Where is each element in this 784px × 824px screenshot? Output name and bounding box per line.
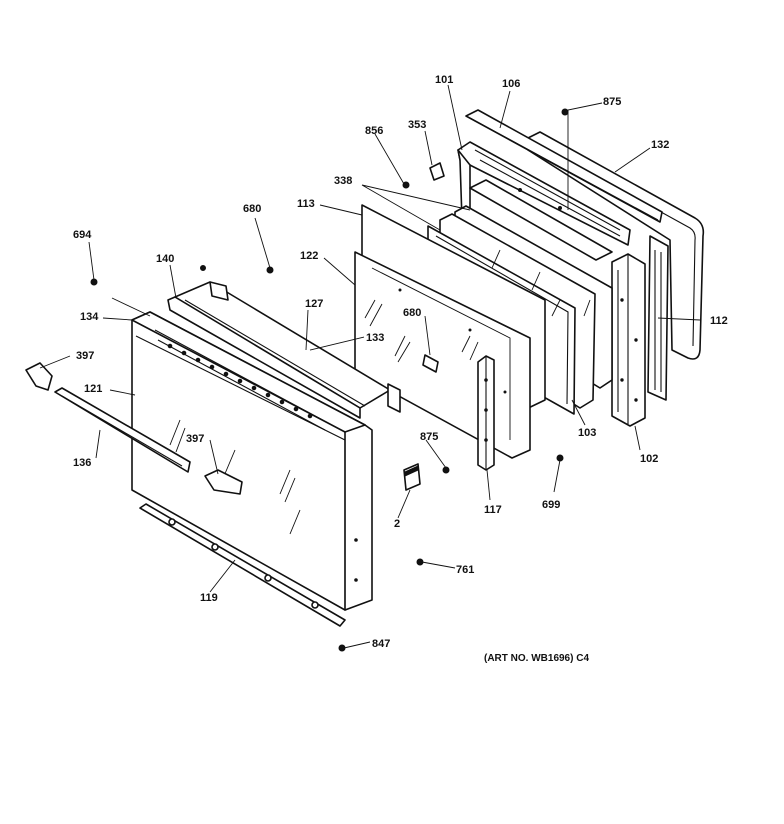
control-panel-holes xyxy=(167,343,313,419)
callout-106: 106 xyxy=(502,78,520,90)
callout-694: 694 xyxy=(73,229,92,241)
callout-122: 122 xyxy=(300,250,318,262)
callout-133: 133 xyxy=(366,332,384,344)
art-number: (ART NO. WB1696) C4 xyxy=(484,653,589,664)
callout-136: 136 xyxy=(73,457,91,469)
callout-761: 761 xyxy=(456,564,474,576)
callout-134: 134 xyxy=(80,311,99,323)
callout-875-top: 875 xyxy=(603,96,621,108)
callout-113: 113 xyxy=(297,198,315,210)
outer-door-frame xyxy=(465,109,705,401)
callout-leaders xyxy=(39,84,701,649)
callout-labels: 101 106 875 856 353 132 338 113 680 694 … xyxy=(73,74,728,664)
callout-699: 699 xyxy=(542,499,560,511)
callout-112: 112 xyxy=(710,315,728,327)
callout-338: 338 xyxy=(334,175,352,187)
callout-140: 140 xyxy=(156,253,174,265)
callout-397-handle: 397 xyxy=(186,433,204,445)
callout-117: 117 xyxy=(484,504,502,516)
callout-397-left: 397 xyxy=(76,350,94,362)
callout-102: 102 xyxy=(640,453,658,465)
hardware-parts xyxy=(90,108,569,652)
callout-132: 132 xyxy=(651,139,669,151)
door-handle xyxy=(25,362,243,495)
callout-680-mid: 680 xyxy=(403,307,421,319)
callout-680-top: 680 xyxy=(243,203,261,215)
callout-101: 101 xyxy=(435,74,453,86)
callout-127: 127 xyxy=(305,298,323,310)
door-liner xyxy=(611,253,646,427)
callout-847: 847 xyxy=(372,638,390,650)
door-top-trim xyxy=(167,281,401,419)
callout-121: 121 xyxy=(84,383,102,395)
callout-2: 2 xyxy=(394,518,400,530)
callout-119: 119 xyxy=(200,592,218,604)
callout-856: 856 xyxy=(365,125,383,137)
callout-875-mid: 875 xyxy=(420,431,438,443)
door-hinge-strip xyxy=(477,355,495,471)
inner-door-frame xyxy=(457,141,631,246)
callout-103: 103 xyxy=(578,427,596,439)
callout-353: 353 xyxy=(408,119,426,131)
outer-door-panel xyxy=(131,311,373,611)
door-bottom-trim xyxy=(139,503,346,627)
